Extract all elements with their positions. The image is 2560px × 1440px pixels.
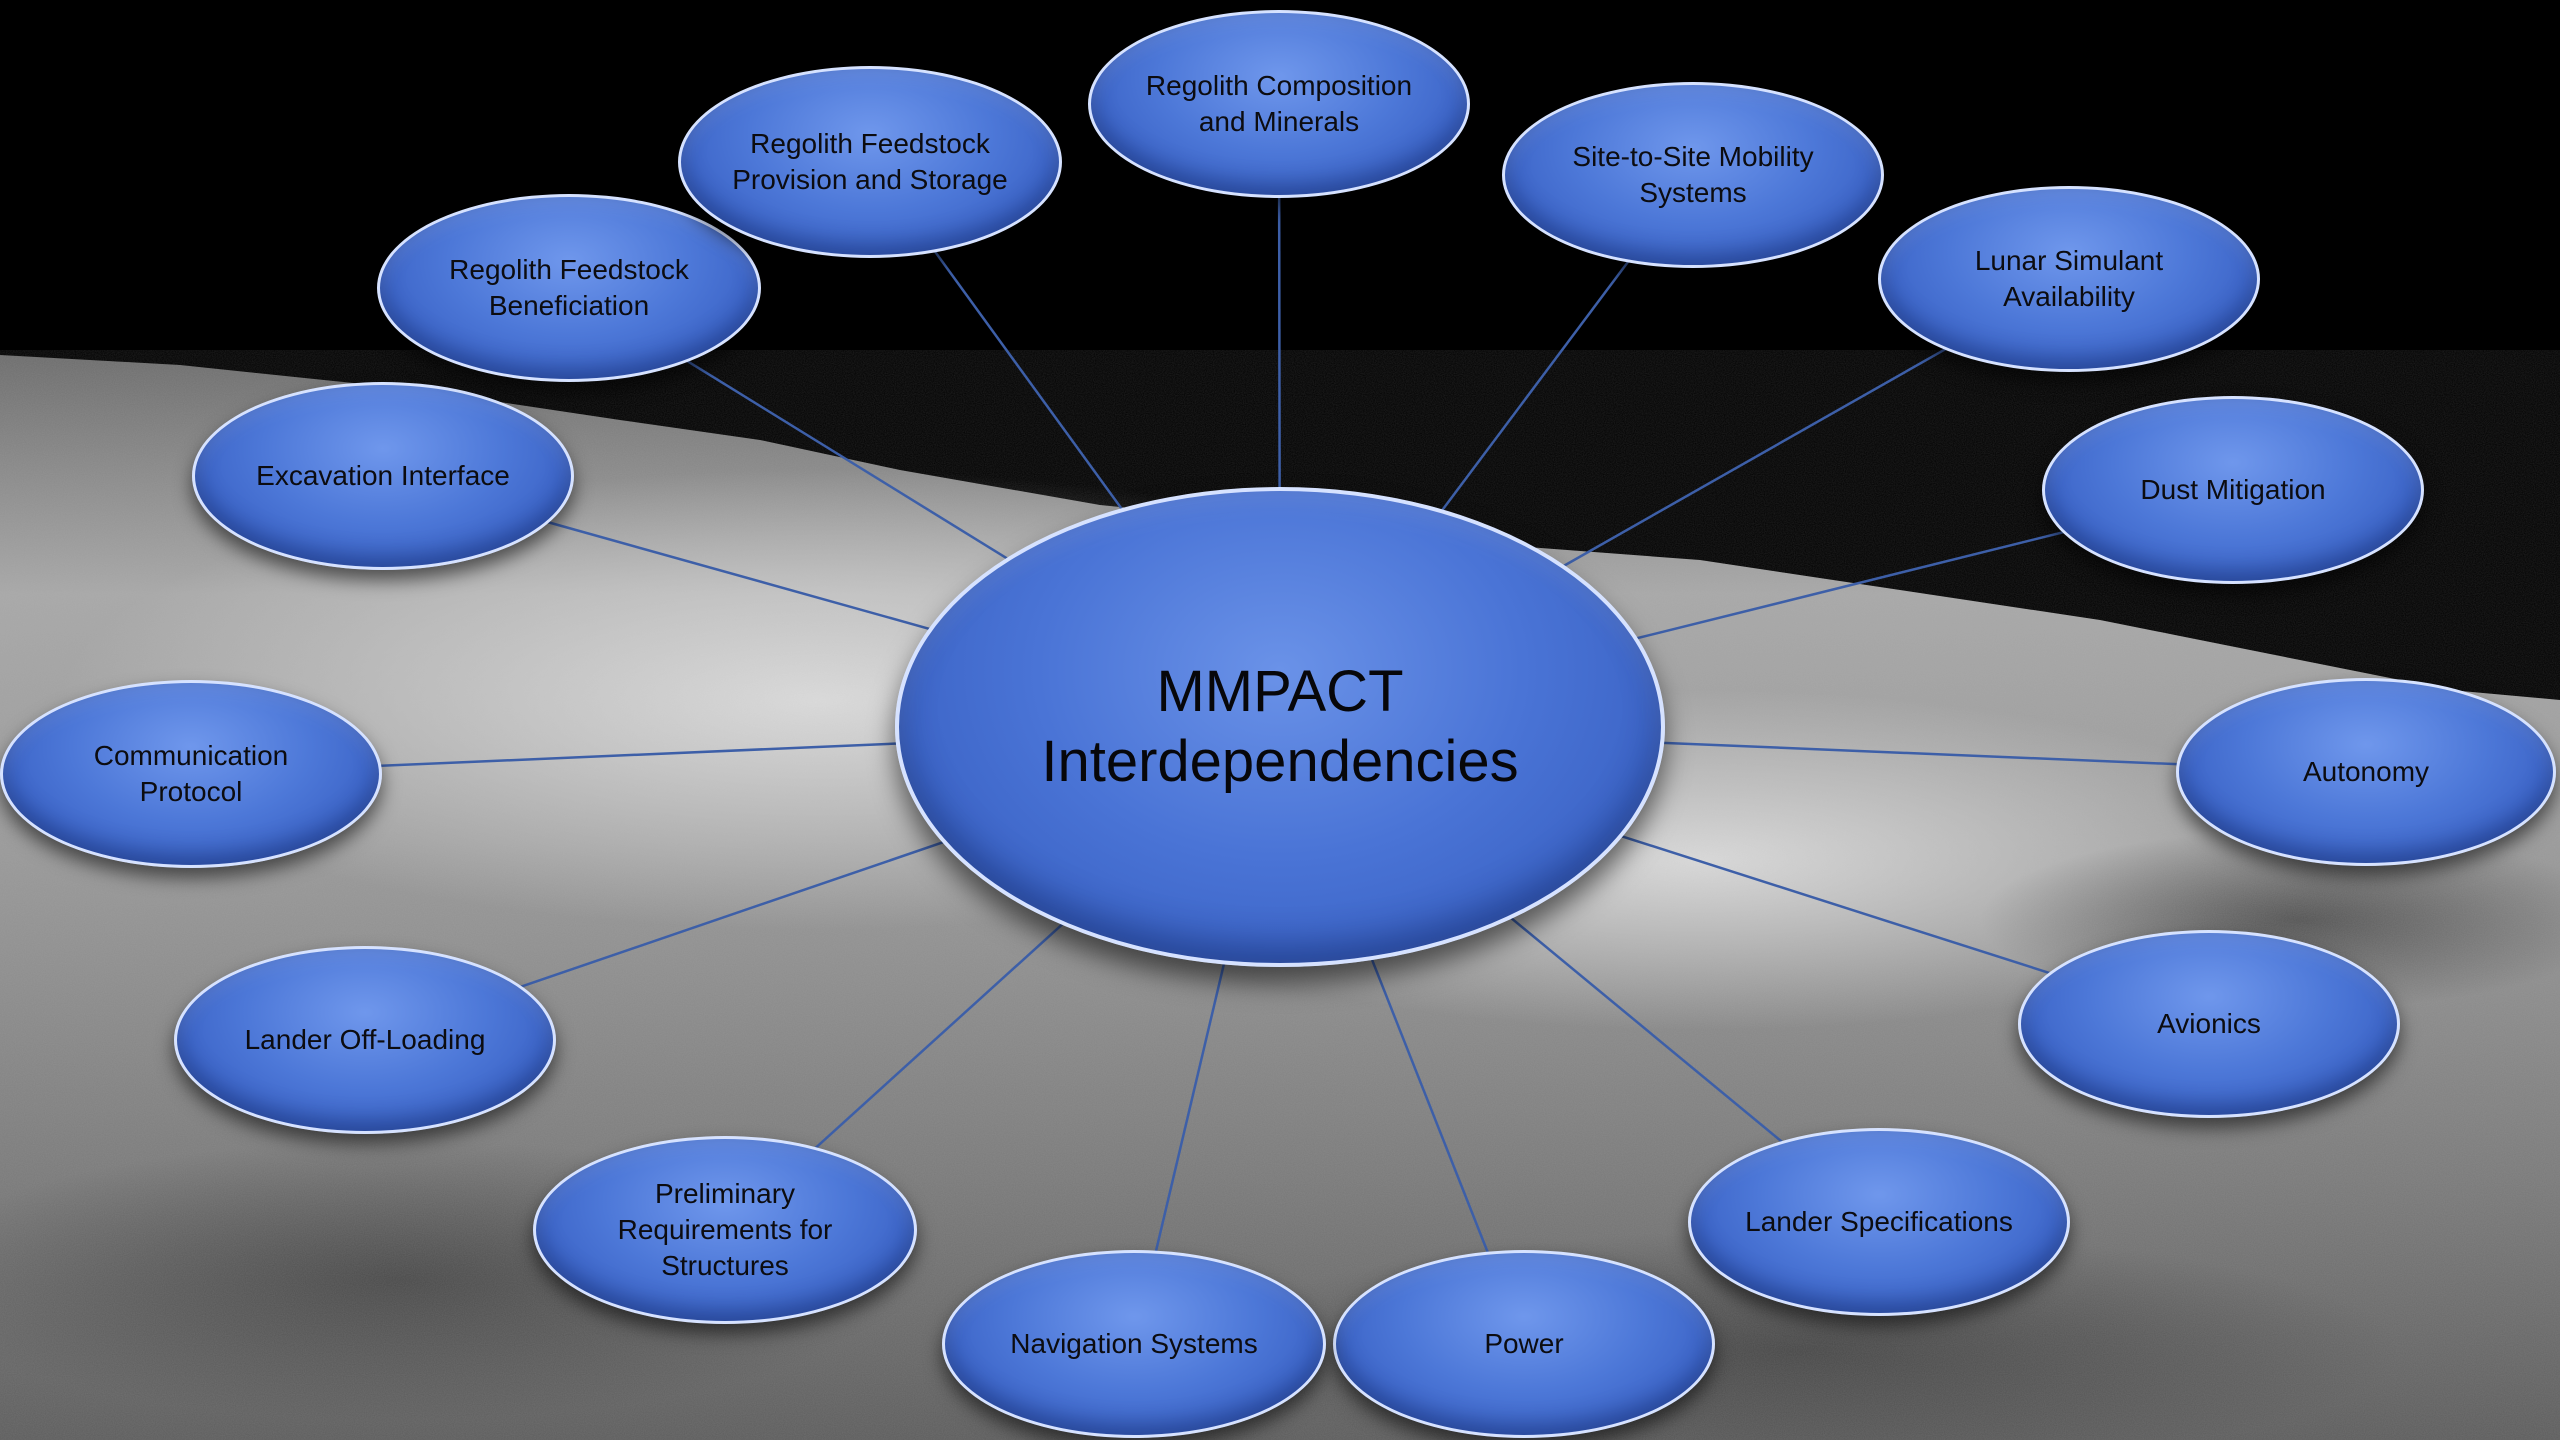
node-label: Regolith Feedstock Provision and Storage [732,128,1008,195]
node-navigation-systems: Navigation Systems [942,1250,1326,1438]
node-dust-mitigation: Dust Mitigation [2042,396,2424,584]
node-label: Lander Off-Loading [244,1024,486,1055]
connector-line-site-to-site-mobility-systems [1435,254,1634,519]
connector-line-preliminary-requirements-for-structures [808,915,1072,1155]
node-label: Excavation Interface [256,460,510,491]
node-preliminary-requirements-for-structures: Preliminary Requirements for Structures [533,1136,917,1324]
connector-line-power [1367,950,1492,1260]
center-node-mmpact-interdependencies: MMPACT Interdependencies [895,487,1665,967]
node-label: Regolith Composition and Minerals [1145,70,1413,137]
node-regolith-feedstock-provision-and-storage: Regolith Feedstock Provision and Storage [678,66,1062,258]
connector-line-lander-off-loading [508,836,957,992]
node-label: Lander Specifications [1745,1206,2013,1237]
node-site-to-site-mobility-systems: Site-to-Site Mobility Systems [1502,82,1884,268]
node-label: Preliminary Requirements for Structures [617,1178,833,1281]
connector-line-lunar-simulant-availability [1552,342,1956,573]
connector-line-regolith-feedstock-beneficiation [678,354,1019,566]
node-avionics: Avionics [2018,930,2400,1118]
center-node-label: MMPACT Interdependencies [1041,659,1519,794]
node-label: Navigation Systems [1010,1328,1258,1359]
node-excavation-interface: Excavation Interface [192,382,574,570]
node-regolith-composition-and-minerals: Regolith Composition and Minerals [1088,10,1470,198]
node-power: Power [1333,1250,1715,1438]
node-lander-off-loading: Lander Off-Loading [174,946,556,1134]
connector-line-dust-mitigation [1622,527,2077,643]
node-communication-protocol: Communication Protocol [0,680,382,868]
connector-line-regolith-feedstock-provision-and-storage [929,244,1129,518]
node-label: Lunar Simulant Availability [1974,245,2164,312]
node-label: Avionics [2157,1008,2261,1039]
connector-line-communication-protocol [365,741,912,768]
connector-line-excavation-interface [535,517,944,634]
node-regolith-feedstock-beneficiation: Regolith Feedstock Beneficiation [377,194,761,382]
node-lander-specifications: Lander Specifications [1688,1128,2070,1316]
connector-line-avionics [1608,830,2063,979]
node-label: Site-to-Site Mobility Systems [1572,141,1814,208]
node-label: Regolith Feedstock Beneficiation [449,254,689,321]
connector-lines [365,190,2192,1260]
node-autonomy: Autonomy [2176,678,2556,866]
node-label: Dust Mitigation [2140,474,2326,505]
node-label: Power [1484,1328,1564,1359]
node-label: Autonomy [2302,756,2430,787]
connector-line-lander-specifications [1501,909,1790,1149]
connector-line-navigation-systems [1153,954,1228,1259]
connector-line-autonomy [1648,741,2192,767]
node-lunar-simulant-availability: Lunar Simulant Availability [1878,186,2260,372]
node-label: Communication Protocol [93,740,289,807]
